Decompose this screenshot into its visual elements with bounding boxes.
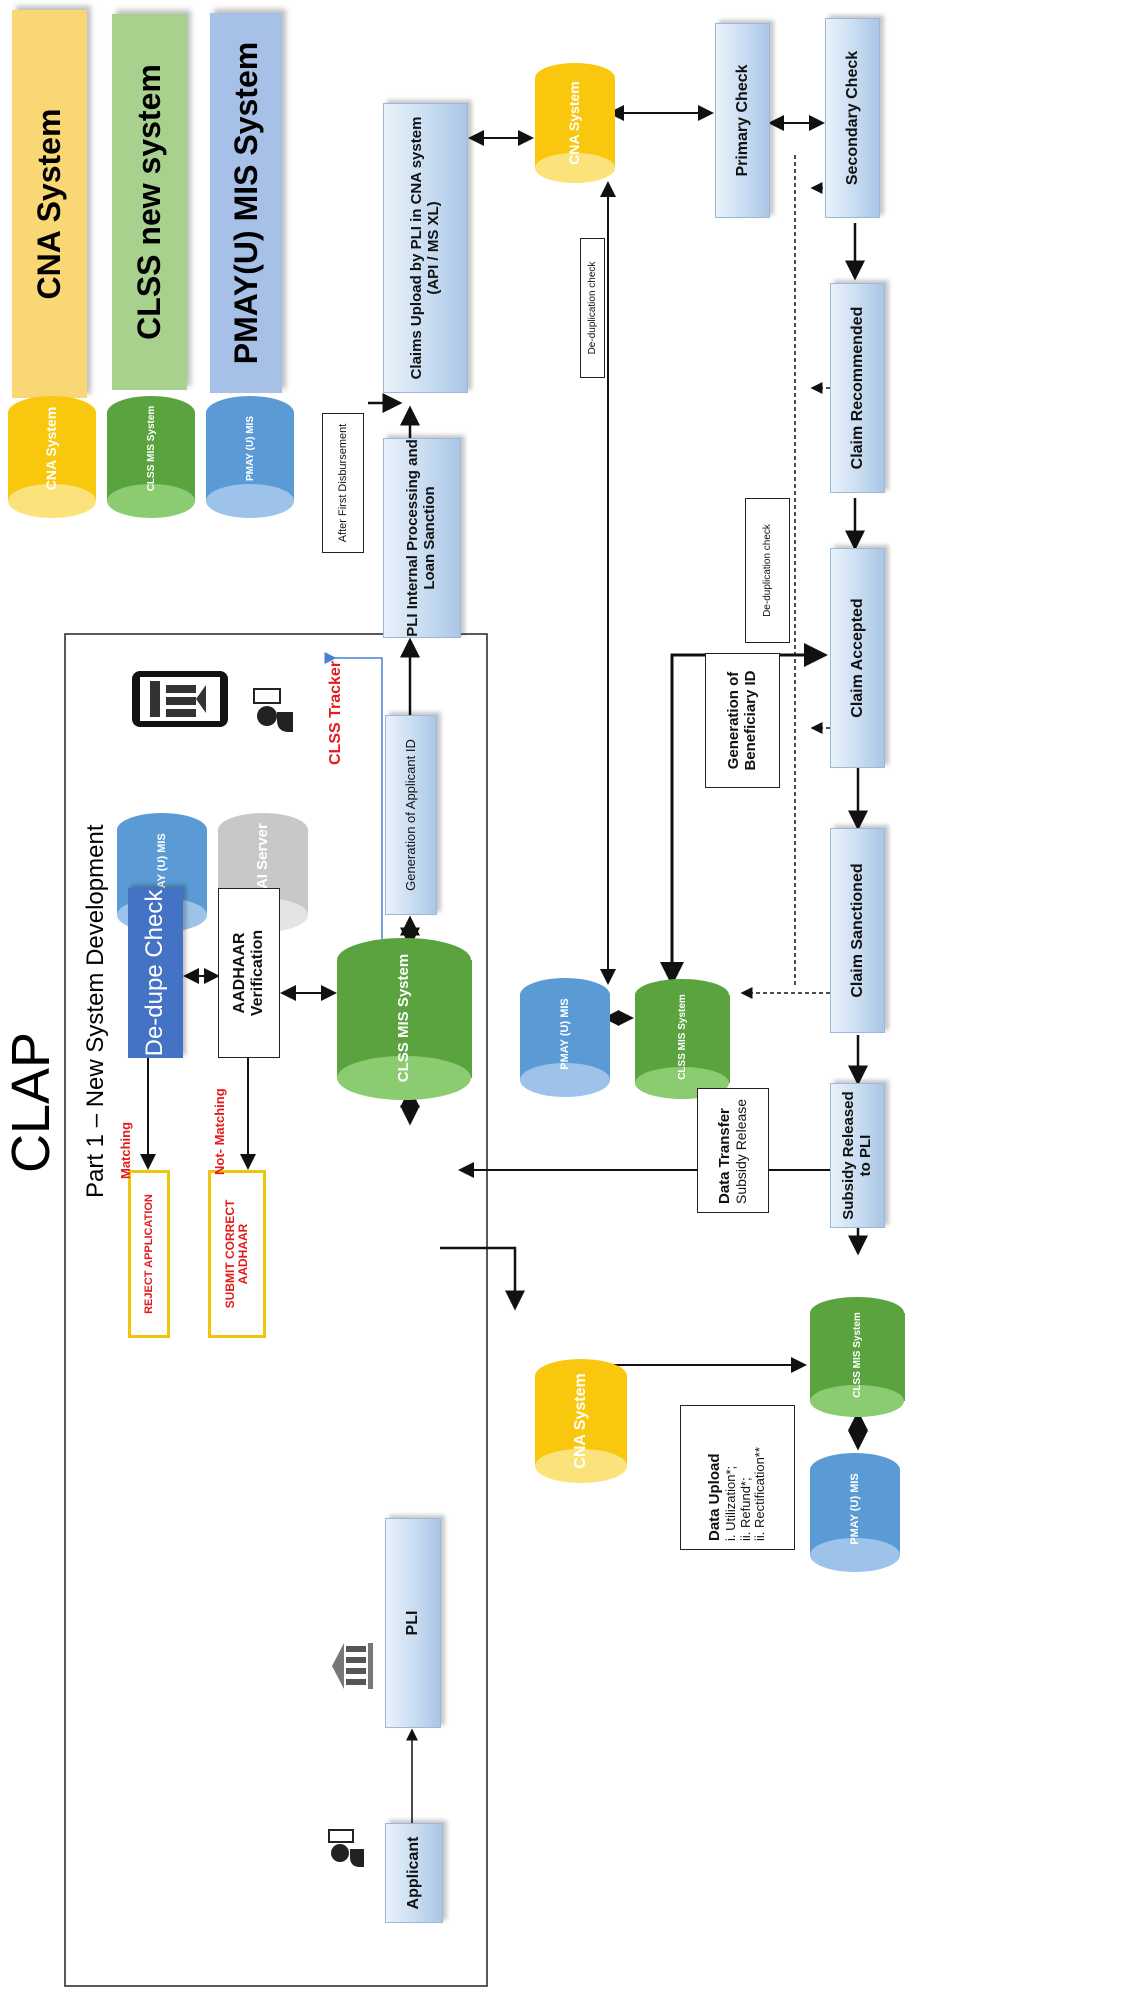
clss-mis-bottom: CLSS MIS System [810,1297,905,1417]
reject-application-box: REJECT APPLICATION [128,1170,170,1338]
clss-legend-cylinder: CLSS MIS System [107,396,195,518]
part1-frame [64,633,488,1987]
data-transfer-box: Data Transfer Subsidy Release [697,1088,769,1213]
after-first-disbursement-box: After First Disbursement [322,413,364,553]
pmay-mis-mid: PMAY (U) MIS [520,978,610,1097]
primary-check-box: Primary Check [715,23,770,218]
legend-clss: CLSS new system [112,14,187,390]
claim-recommended-box: Claim Recommended [830,283,885,493]
submit-aadhaar-label: SUBMIT CORRECT AADHAAR [222,1199,250,1309]
arrow-pli-cna [440,1246,525,1311]
generation-beneficiary-id-box: Generation of Beneficiary ID [705,653,780,788]
claims-upload-box: Claims Upload by PLI in CNA system (API … [383,103,468,393]
cna-legend-cylinder: CNA System [8,396,96,518]
dedupe-check-box: De-dupe Check [128,888,183,1058]
pli-internal-box: PLI Internal Processing and Loan Sanctio… [383,438,461,638]
clss-mis-main: CLSS MIS System [337,938,472,1100]
data-transfer-title: Data Transfer [715,1108,733,1204]
submit-aadhaar-box: SUBMIT CORRECT AADHAAR [208,1170,266,1338]
cna-system-top: CNA System [535,63,615,183]
pli-box: PLI [385,1518,441,1728]
not-matching-label: Not- Matching [212,1088,227,1175]
dedup-check-label-2: De-duplication check [745,498,790,643]
page-title: CLAP [1,1031,61,1173]
clss-mis-mid: CLSS MIS System [635,979,730,1099]
generation-applicant-id-box: Generation of Applicant ID [385,715,437,915]
applicant-box: Applicant [385,1823,443,1923]
section-label: Part 1 – New System Development [82,824,109,1199]
data-upload-item: ii. Refund*; [737,1477,753,1541]
subsidy-released-box: Subsidy Released to PLI [830,1083,885,1228]
legend-cna: CNA System [12,10,87,398]
matching-label: Matching [118,1121,133,1179]
aadhaar-verification-box: AADHAAR Verification [218,888,280,1058]
applicant-user-icon [320,1825,368,1873]
claim-sanctioned-box: Claim Sanctioned [830,828,885,1033]
cna-system-mid: CNA System [535,1359,627,1483]
arrow-tracker [324,652,388,1065]
data-upload-title: Data Upload [706,1453,724,1541]
data-upload-item: i. Utilization*; [723,1465,739,1541]
bank-icon [330,1638,375,1693]
legend-pmay: PMAY(U) MIS System [210,13,282,393]
mobile-app-icon [130,667,230,731]
data-upload-box: Data Upload i. Utilization*; ii. Refund*… [680,1405,795,1550]
clss-tracker-label: CLSS Tracker [327,660,344,765]
dedup-check-label-1: De-duplication check [580,238,605,378]
tracker-user-icon [245,683,295,738]
pmay-legend-cylinder: PMAY (U) MIS [206,396,294,518]
pmay-mis-bottom: PMAY (U) MIS [810,1453,900,1572]
claim-accepted-box: Claim Accepted [830,548,885,768]
reject-application-label: REJECT APPLICATION [142,1194,155,1314]
data-transfer-body: Subsidy Release [732,1098,749,1204]
secondary-check-box: Secondary Check [825,18,880,218]
data-upload-item: ii. Rectification** [752,1447,768,1541]
